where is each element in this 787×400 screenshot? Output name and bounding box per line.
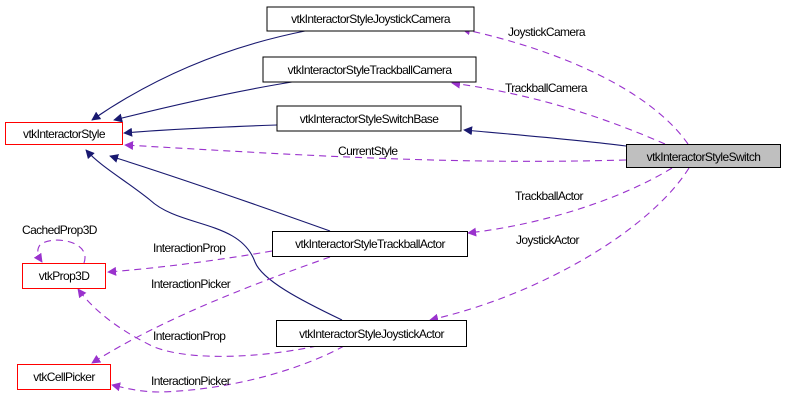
node-trackball-actor[interactable]: vtkInteractorStyleTrackballActor bbox=[272, 231, 468, 257]
node-label: vtkInteractorStyleSwitch bbox=[647, 150, 761, 164]
edge-label-trackballactor: TrackballActor bbox=[515, 189, 583, 203]
edge-label-joystickactor: JoystickActor bbox=[516, 233, 579, 247]
usage-edges bbox=[33, 26, 690, 393]
node-trackball-camera[interactable]: vtkInteractorStyleTrackballCamera bbox=[262, 56, 477, 83]
node-label: vtkCellPicker bbox=[33, 370, 95, 384]
edge-trackballactor-to-cellpicker[interactable] bbox=[91, 256, 331, 364]
edge-trackballactor-to-interactorstyle[interactable] bbox=[109, 154, 331, 232]
node-label: vtkInteractorStyle bbox=[23, 127, 106, 141]
node-cell-picker[interactable]: vtkCellPicker bbox=[17, 364, 111, 390]
edge-joystickactor-to-prop3d[interactable] bbox=[77, 288, 318, 357]
node-label: vtkInteractorStyleSwitchBase bbox=[300, 112, 440, 126]
edge-joystickcamera-to-interactorstyle[interactable] bbox=[91, 30, 306, 121]
edge-label-joystickcamera: JoystickCamera bbox=[508, 25, 586, 39]
edge-joystickactor-to-cellpicker[interactable] bbox=[111, 345, 345, 393]
node-interactor-style[interactable]: vtkInteractorStyle bbox=[5, 122, 123, 145]
node-label: vtkInteractorStyleJoystickCamera bbox=[291, 12, 451, 26]
edge-label-cachedprop3d: CachedProp3D bbox=[22, 223, 98, 237]
edge-labels: JoystickCamera TrackballCamera CurrentSt… bbox=[22, 25, 588, 388]
edge-label-currentstyle: CurrentStyle bbox=[338, 144, 398, 158]
edge-trackballactor-to-prop3d[interactable] bbox=[107, 250, 273, 276]
node-joystick-actor[interactable]: vtkInteractorStyleJoystickActor bbox=[276, 320, 467, 347]
edge-label-interactionprop-2: InteractionProp bbox=[153, 329, 226, 343]
node-label: vtkInteractorStyleTrackballActor bbox=[295, 237, 445, 251]
node-label: vtkInteractorStyleTrackballCamera bbox=[288, 63, 453, 77]
edge-switch-to-joystickactor[interactable] bbox=[429, 167, 690, 323]
node-switch-focus[interactable]: vtkInteractorStyleSwitch bbox=[626, 144, 781, 168]
edge-switch-to-trackballcamera[interactable] bbox=[451, 79, 666, 145]
node-prop3d[interactable]: vtkProp3D bbox=[22, 263, 106, 289]
edge-prop3d-self-cachedprop3d[interactable] bbox=[33, 239, 86, 264]
edge-joystickactor-to-interactorstyle[interactable] bbox=[85, 149, 343, 321]
inheritance-edges bbox=[85, 30, 627, 321]
edge-label-interactionpicker-2: InteractionPicker bbox=[151, 374, 231, 388]
node-label: vtkInteractorStyleJoystickActor bbox=[299, 327, 444, 341]
node-joystick-camera[interactable]: vtkInteractorStyleJoystickCamera bbox=[266, 6, 475, 32]
edge-label-interactionprop-1: InteractionProp bbox=[153, 241, 226, 255]
edge-label-trackballcamera: TrackballCamera bbox=[505, 81, 588, 95]
edge-trackballcamera-to-interactorstyle[interactable] bbox=[113, 81, 293, 123]
edge-switchbase-to-interactorstyle[interactable] bbox=[123, 124, 278, 137]
edge-switch-to-joystickcamera[interactable] bbox=[461, 26, 689, 145]
node-label: vtkProp3D bbox=[39, 269, 91, 283]
edge-switch-to-switchbase[interactable] bbox=[463, 126, 627, 147]
node-switch-base[interactable]: vtkInteractorStyleSwitchBase bbox=[276, 105, 462, 132]
edge-label-interactionpicker-1: InteractionPicker bbox=[151, 277, 231, 291]
